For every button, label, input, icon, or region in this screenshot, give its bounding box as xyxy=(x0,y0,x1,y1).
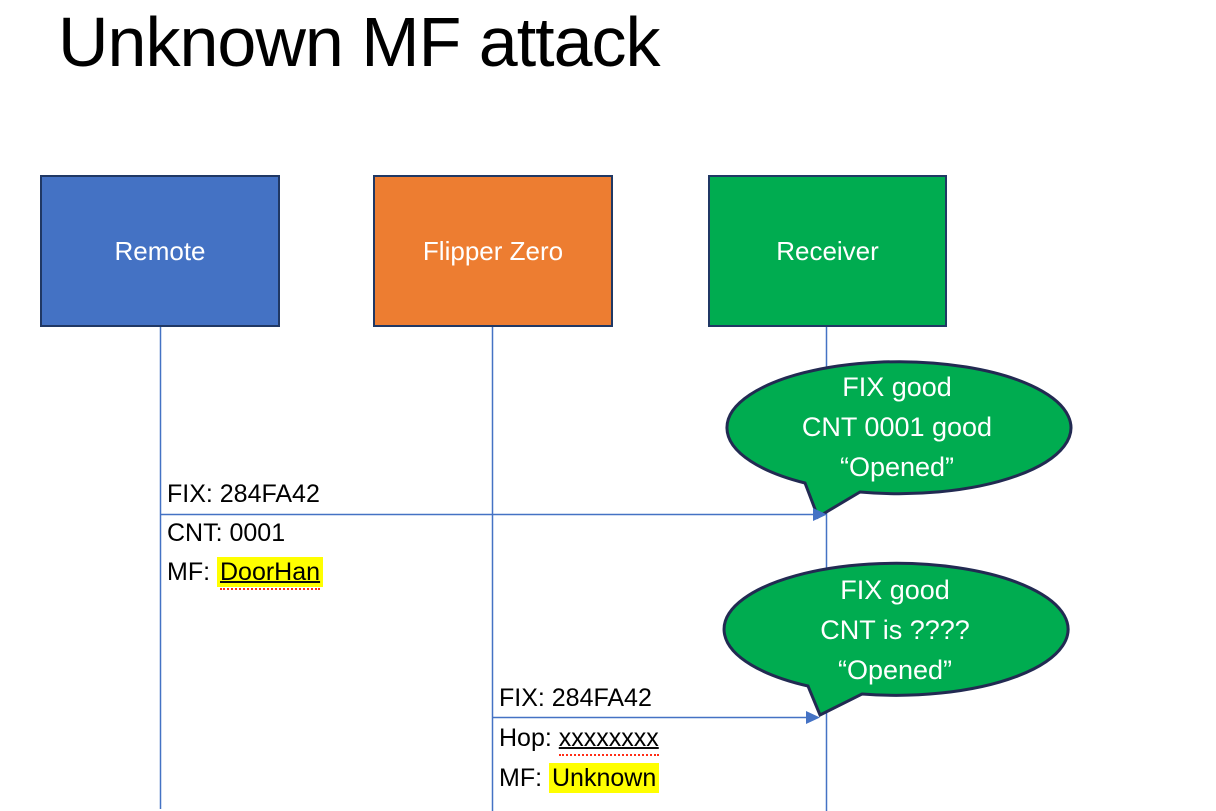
message-arrow-2-head xyxy=(806,711,820,724)
bubble-1-line-1: FIX good xyxy=(842,372,952,402)
message-2-hop-prefix: Hop: xyxy=(499,724,559,752)
message-2-line-fix: FIX: 284FA42 xyxy=(499,684,652,712)
actor-box-remote: Remote xyxy=(40,175,280,327)
message-2-label: FIX: 284FA42 Hop: xxxxxxxx MF: Unknown xyxy=(499,678,660,798)
message-2-mf-value-highlighted: Unknown xyxy=(549,763,660,793)
actor-label-receiver: Receiver xyxy=(776,235,879,266)
speech-bubble-2-text: FIX good CNT is ???? “Opened” xyxy=(723,570,1067,690)
bubble-1-line-2: CNT 0001 good xyxy=(801,412,993,442)
actor-box-receiver: Receiver xyxy=(708,175,947,327)
message-2-hop-value: xxxxxxxx xyxy=(558,724,659,756)
message-2-line-mf: MF: Unknown xyxy=(499,758,660,798)
message-1-line-fix: FIX: 284FA42 xyxy=(167,480,320,508)
speech-bubble-1-text: FIX good CNT 0001 good “Opened” xyxy=(725,367,1069,487)
bubble-2-line-2: CNT is ???? xyxy=(820,615,970,645)
message-1-label: FIX: 284FA42 CNT: 0001 MF: DoorHan xyxy=(167,475,324,592)
bubble-2-line-3: “Opened” xyxy=(837,655,953,685)
speech-bubble-2 xyxy=(722,561,1070,718)
message-1-line-mf: MF: DoorHan xyxy=(167,553,324,592)
message-arrow-1-head xyxy=(813,508,827,521)
message-2-mf-prefix: MF: xyxy=(499,764,549,792)
actor-box-flipper-zero: Flipper Zero xyxy=(373,175,613,327)
actor-label-remote: Remote xyxy=(114,235,206,266)
bubble-1-line-3: “Opened” xyxy=(839,452,955,482)
message-1-mf-prefix: MF: xyxy=(167,558,217,586)
message-1-mf-value-highlighted: DoorHan xyxy=(220,558,321,590)
actor-label-flipper-zero: Flipper Zero xyxy=(422,235,564,266)
bubble-2-line-1: FIX good xyxy=(840,575,950,605)
message-1-line-cnt: CNT: 0001 xyxy=(167,519,286,547)
speech-bubble-1 xyxy=(725,360,1073,520)
message-2-line-hop: Hop: xxxxxxxx xyxy=(499,718,659,758)
slide-title: Unknown MF attack xyxy=(58,3,661,81)
